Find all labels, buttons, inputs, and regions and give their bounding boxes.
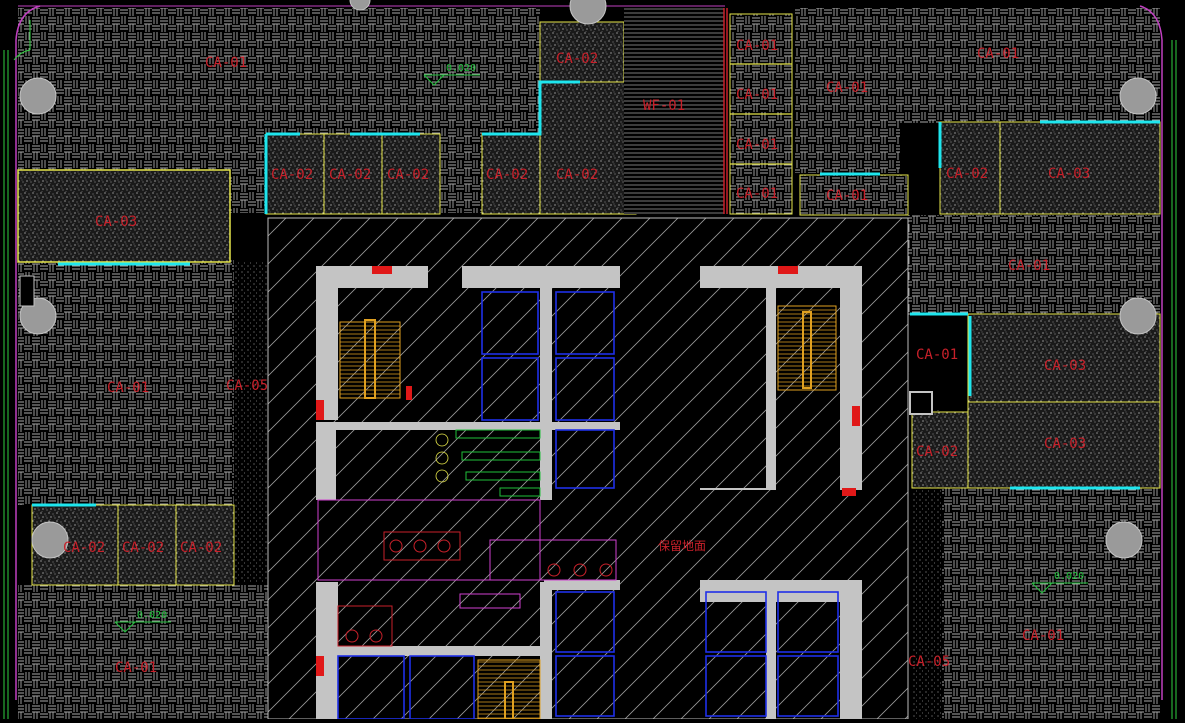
room-label-ca02: CA-02	[946, 166, 988, 182]
room-label-ca02: CA-02	[271, 167, 313, 183]
room-label-ca01: CA-01	[115, 660, 157, 676]
room-label-ca01: CA-01	[977, 46, 1019, 62]
stair-east	[777, 305, 837, 391]
room-label-ca02: CA-02	[180, 540, 222, 556]
floor-finish-zones	[17, 8, 1160, 719]
room-ca02-10	[117, 504, 177, 586]
room-label-wf01: WF-01	[643, 98, 685, 114]
room-label-ca03: CA-03	[1044, 358, 1086, 374]
room-label-ca02: CA-02	[122, 540, 164, 556]
room-label-ca03: CA-03	[95, 214, 137, 230]
room-label-ca03: CA-03	[1044, 436, 1086, 452]
room-label-ca01: CA-01	[736, 137, 778, 153]
glazing-lines	[32, 80, 1160, 507]
fire-equipment	[316, 266, 860, 676]
room-ca03-north-east	[999, 121, 1161, 215]
zone-ca03-west	[17, 169, 231, 263]
room-ca02-2	[323, 133, 383, 215]
room-label-ca02: CA-02	[486, 167, 528, 183]
zone-parquet-south-west	[18, 585, 270, 719]
columns	[19, 0, 1157, 559]
level-marker: 0.020	[114, 610, 171, 633]
room-label-ca01: CA-01	[107, 380, 149, 396]
zone-parquet-north-east	[895, 8, 1160, 123]
room-label-ca01: CA-01	[736, 186, 778, 202]
toilet-block	[317, 429, 617, 647]
stair-south	[477, 659, 541, 720]
room-label-ca02: CA-02	[387, 167, 429, 183]
level-marker: 0.020	[1031, 571, 1088, 594]
zone-parquet-west	[18, 260, 234, 505]
room-label-ca01: CA-01	[916, 347, 958, 363]
zone-parquet-east	[908, 215, 1160, 315]
stair-west	[339, 321, 401, 399]
core-floor-retained	[267, 217, 909, 720]
room-ca02-11	[175, 504, 235, 586]
lift-shafts	[337, 291, 839, 720]
core-floor-note: 保留地面	[658, 539, 706, 553]
room-label-ca02: CA-02	[329, 167, 371, 183]
exterior-envelope	[3, 5, 1177, 719]
room-wf01	[624, 8, 724, 214]
room-label-ca01: CA-01	[1022, 628, 1064, 644]
zone-parquet-north-center	[795, 8, 900, 173]
level-marker: 0.020	[423, 63, 480, 86]
room-label-ca01: CA-01	[826, 80, 868, 96]
room-label-ca01: CA-01	[205, 55, 247, 71]
core-wall-lift-south-east	[700, 580, 862, 719]
room-ca02-8	[911, 411, 969, 489]
level-value: 0.020	[446, 63, 476, 74]
core-wall-stair-west	[316, 266, 428, 420]
level-value: 0.020	[1054, 571, 1084, 582]
room-label-ca02: CA-02	[916, 444, 958, 460]
core-wall-lift-north	[462, 266, 620, 288]
core-wall-stair-east	[700, 266, 862, 490]
room-label-ca03: CA-03	[1048, 166, 1090, 182]
room-label-ca02: CA-02	[63, 540, 105, 556]
room-label-ca02: CA-02	[556, 51, 598, 67]
zone-ca05-west	[234, 262, 268, 582]
room-ca02-7	[939, 121, 1001, 215]
room-ca02-5	[539, 81, 637, 215]
room-label-ca02: CA-02	[556, 167, 598, 183]
room-ca01-north	[799, 174, 909, 216]
level-value: 0.020	[137, 610, 167, 621]
room-ca02-3	[381, 133, 441, 215]
room-label-ca01: CA-01	[826, 188, 868, 204]
room-label-ca01: CA-01	[1008, 258, 1050, 274]
room-ca02-4	[481, 133, 541, 215]
room-ca02-6	[539, 21, 625, 83]
room-label-ca01: CA-01	[736, 87, 778, 103]
room-label-ca05: CA-05	[908, 654, 950, 670]
level-markers: 0.020 0.020 0.020	[114, 63, 1088, 633]
room-label-ca05: CA-05	[226, 378, 268, 394]
building-core	[267, 217, 909, 720]
room-label-ca01: CA-01	[736, 38, 778, 54]
